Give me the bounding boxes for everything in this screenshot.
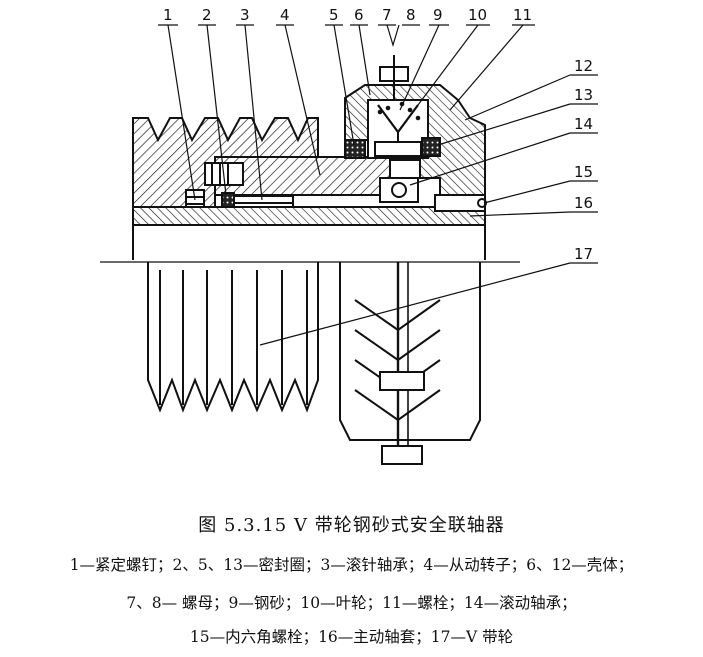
bolt-nut-mid	[379, 371, 425, 391]
legend-line-3: 15—内六角螺栓；16—主动轴套；17—V 带轮	[189, 628, 514, 646]
callout-16: 16	[574, 194, 593, 212]
seal-2	[221, 192, 235, 208]
seal-5	[344, 139, 366, 159]
callout-10: 10	[468, 6, 487, 24]
callout-6: 6	[354, 6, 364, 24]
legend-line-1: 1—紧定螺钉；2、5、13—密封圈；3—滚针轴承；4—从动转子；6、12—壳体；	[69, 556, 634, 574]
figure-title: 图 5.3.15 V 带轮钢砂式安全联轴器	[198, 515, 505, 536]
callout-17: 17	[574, 245, 593, 263]
housing-exterior	[339, 262, 481, 441]
legend-line-2: 7、8— 螺母；9—钢砂；10—叶轮；11—螺栓；14—滚动轴承；	[126, 594, 577, 612]
rolling-bearing	[379, 177, 419, 203]
coupling-section-drawing: 1 2 3 4 5 6 7 8 9 10 11 12 13 14 15 16 1…	[100, 6, 598, 465]
callout-15: 15	[574, 163, 593, 181]
callout-11: 11	[513, 6, 532, 24]
callout-4: 4	[280, 6, 290, 24]
v-belt-pulley-exterior	[147, 262, 319, 413]
callout-5: 5	[329, 6, 339, 24]
callout-14: 14	[574, 115, 593, 133]
callout-12: 12	[574, 57, 593, 75]
callout-8: 8	[406, 6, 416, 24]
bolt-nut-bottom	[381, 445, 423, 465]
seal-13	[421, 137, 441, 157]
driving-shaft-sleeve	[132, 206, 486, 226]
callout-1: 1	[163, 6, 173, 24]
callout-3: 3	[240, 6, 250, 24]
callout-2: 2	[202, 6, 212, 24]
callout-9: 9	[433, 6, 443, 24]
callout-13: 13	[574, 86, 593, 104]
impeller-hub	[374, 141, 422, 157]
callout-7: 7	[382, 6, 392, 24]
